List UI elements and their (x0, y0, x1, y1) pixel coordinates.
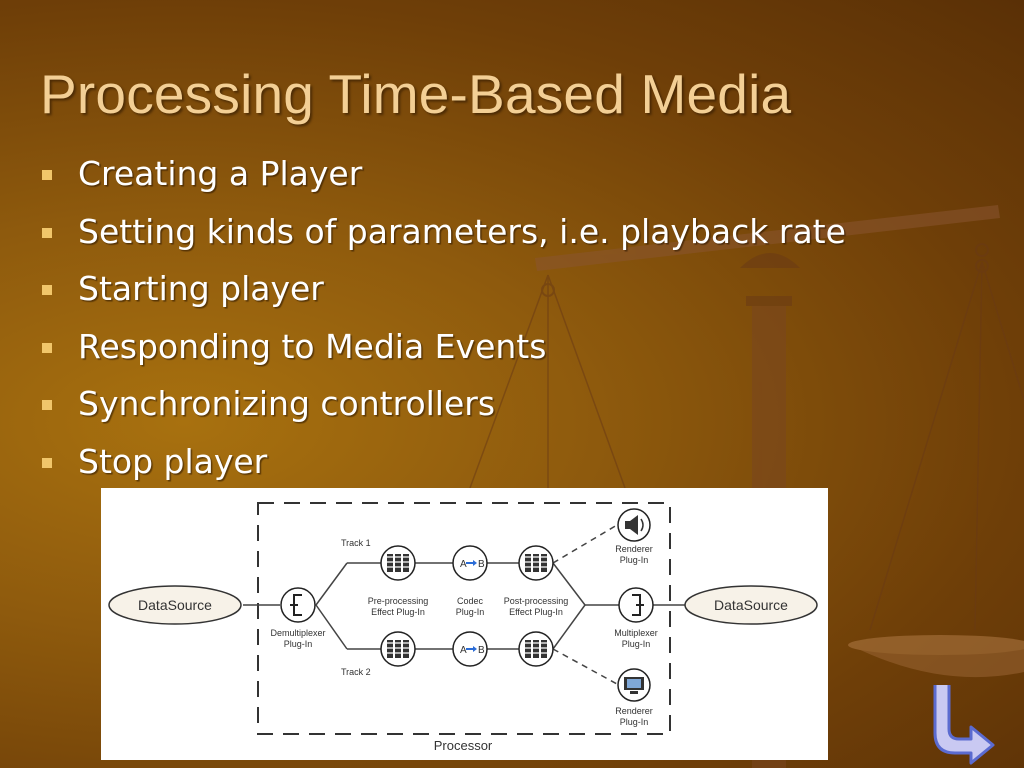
square-bullet-icon (42, 285, 52, 295)
processor-boundary (257, 502, 671, 735)
bullet-text: Synchronizing controllers (78, 384, 496, 423)
bullet-item: Stop player (40, 438, 846, 496)
codec-b-label: B (478, 645, 485, 656)
mux-label-line1: Multiplexer (614, 628, 658, 638)
return-arrow-icon[interactable] (925, 685, 1005, 765)
codec-label-line1: Codec (457, 596, 484, 606)
pre-processing-effect-track2 (380, 631, 416, 667)
datasource-source: DataSource (108, 585, 242, 625)
bullet-item: Creating a Player (40, 150, 846, 208)
square-bullet-icon (42, 227, 52, 238)
bullet-item: Setting kinds of parameters, i.e. playba… (40, 208, 846, 266)
bullet-text: Stop player (78, 441, 268, 481)
post-processing-effect-track1 (518, 545, 554, 581)
post-processing-effect-track2 (518, 631, 554, 667)
speaker-icon (625, 515, 644, 535)
pre-processing-effect-track1 (380, 545, 416, 581)
pre-processing-label-line2: Effect Plug-In (371, 607, 425, 617)
datasource-source-label: DataSource (138, 597, 212, 613)
bullet-text: Responding to Media Events (78, 326, 547, 366)
codec-label-line2: Plug-In (456, 607, 485, 617)
bullet-text: Creating a Player (78, 154, 363, 193)
square-bullet-icon (42, 342, 52, 353)
multiplexer-plugin: Multiplexer Plug-In (614, 587, 658, 649)
post-processing-label-line2: Effect Plug-In (509, 607, 563, 617)
datasource-sink: DataSource (684, 585, 818, 625)
track1-label: Track 1 (341, 538, 371, 548)
processor-label: Processor (434, 738, 493, 753)
pre-processing-label-line1: Pre-processing (368, 596, 429, 606)
demultiplexer-plugin: Demultiplexer Plug-In (270, 587, 326, 649)
datasource-sink-label: DataSource (714, 597, 788, 613)
processor-diagram: DataSource DataSource Demultiplexer Plug… (101, 488, 828, 760)
slide-title: Processing Time-Based Media (40, 63, 792, 125)
square-bullet-icon (42, 170, 52, 180)
mux-label-line2: Plug-In (622, 639, 651, 649)
bullet-item: Responding to Media Events (40, 323, 846, 381)
bullet-item: Synchronizing controllers (40, 380, 846, 438)
bullet-item: Starting player (40, 265, 846, 323)
renderer-bottom-label-line2: Plug-In (620, 717, 649, 727)
codec-track2: A B (452, 631, 488, 667)
bullet-list: Creating a Player Setting kinds of param… (40, 150, 846, 495)
codec-a-label: A (460, 645, 467, 656)
track2-label: Track 2 (341, 667, 371, 677)
demux-label-line1: Demultiplexer (270, 628, 325, 638)
bullet-text: Setting kinds of parameters, i.e. playba… (78, 211, 846, 251)
monitor-icon (624, 677, 644, 694)
codec-b-label: B (478, 559, 485, 570)
renderer-top-label-line2: Plug-In (620, 555, 649, 565)
bullet-text: Starting player (78, 269, 324, 308)
demux-label-line2: Plug-In (284, 639, 313, 649)
renderer-audio-plugin: Renderer Plug-In (615, 508, 653, 565)
processor-diagram-svg: DataSource DataSource Demultiplexer Plug… (108, 502, 818, 754)
square-bullet-icon (42, 457, 52, 468)
renderer-top-label-line1: Renderer (615, 544, 653, 554)
renderer-video-plugin: Renderer Plug-In (615, 668, 653, 727)
square-bullet-icon (42, 400, 52, 410)
renderer-bottom-label-line1: Renderer (615, 706, 653, 716)
codec-a-label: A (460, 559, 467, 570)
post-processing-label-line1: Post-processing (504, 596, 569, 606)
codec-track1: A B (452, 545, 488, 581)
